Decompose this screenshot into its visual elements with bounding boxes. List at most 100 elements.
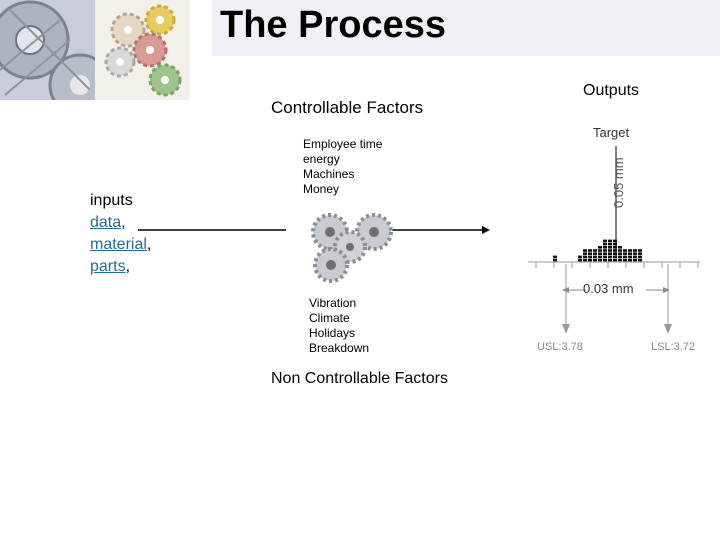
- histogram-cell: [583, 249, 587, 252]
- histogram-cell: [588, 249, 592, 252]
- input-link-material[interactable]: material: [90, 236, 147, 253]
- separator: ,: [146, 236, 152, 253]
- tolerance-label: 0.05 mm: [611, 157, 626, 208]
- histogram-cell: [633, 258, 637, 262]
- histogram-cell: [613, 255, 617, 259]
- histogram-cell: [583, 252, 587, 255]
- controllable-item: Employee time: [303, 137, 383, 151]
- non-controllable-item: Holidays: [309, 326, 356, 340]
- separator: ,: [125, 258, 131, 275]
- controllable-factors-title: Controllable Factors: [271, 98, 424, 117]
- histogram-cell: [603, 242, 607, 246]
- histogram-cell: [553, 258, 557, 262]
- histogram-cell: [618, 255, 622, 259]
- colored-gears: [95, 0, 190, 100]
- histogram-cell: [598, 249, 602, 252]
- histogram: [553, 239, 642, 262]
- histogram-cell: [628, 249, 632, 252]
- target-label: Target: [593, 125, 630, 140]
- histogram-cell: [598, 246, 602, 249]
- histogram-cell: [628, 258, 632, 262]
- histogram-cell: [633, 252, 637, 255]
- histogram-cell: [583, 258, 587, 262]
- process-gears-icon: [311, 213, 393, 283]
- non-controllable-factors-title: Non Controllable Factors: [271, 370, 448, 387]
- histogram-cell: [608, 252, 612, 255]
- histogram-cell: [608, 255, 612, 259]
- steel-gears: [0, 0, 112, 100]
- histogram-cell: [613, 242, 617, 246]
- inputs-heading: inputs: [90, 192, 133, 209]
- histogram-cell: [608, 258, 612, 262]
- histogram-cell: [618, 252, 622, 255]
- input-link-data[interactable]: data: [90, 214, 122, 231]
- lsl-label: LSL:3.72: [651, 341, 696, 353]
- histogram-cell: [613, 258, 617, 262]
- histogram-cell: [578, 255, 582, 259]
- page-title: The Process: [220, 4, 446, 46]
- histogram-cell: [638, 252, 642, 255]
- usl-arrow-head: [562, 324, 570, 334]
- histogram-cell: [593, 255, 597, 259]
- histogram-cell: [623, 252, 627, 255]
- histogram-cell: [588, 252, 592, 255]
- histogram-cell: [603, 249, 607, 252]
- histogram-cell: [628, 252, 632, 255]
- histogram-cell: [608, 239, 612, 243]
- histogram-cell: [593, 258, 597, 262]
- output-arrow-head: [482, 226, 490, 234]
- histogram-cell: [608, 246, 612, 249]
- histogram-cell: [603, 255, 607, 259]
- histogram-cell: [628, 255, 632, 259]
- histogram-cell: [638, 258, 642, 262]
- histogram-cell: [598, 252, 602, 255]
- histogram-cell: [633, 249, 637, 252]
- outputs-title: Outputs: [583, 82, 640, 99]
- histogram-cell: [613, 252, 617, 255]
- non-controllable-item: Vibration: [309, 296, 357, 310]
- histogram-cell: [618, 258, 622, 262]
- histogram-cell: [608, 242, 612, 246]
- histogram-cell: [623, 255, 627, 259]
- spread-label: 0.03 mm: [583, 281, 634, 296]
- non-controllable-item: Climate: [309, 311, 350, 325]
- inputs-block: inputs data, material, parts,: [90, 190, 151, 278]
- histogram-cell: [623, 249, 627, 252]
- histogram-cell: [583, 255, 587, 259]
- histogram-cell: [598, 258, 602, 262]
- spread-arrow-right-head: [663, 287, 670, 293]
- non-controllable-factors-list: Vibration Climate Holidays Breakdown: [309, 296, 369, 356]
- histogram-cell: [638, 249, 642, 252]
- lsl-arrow-head: [664, 324, 672, 334]
- histogram-cell: [613, 249, 617, 252]
- histogram-cell: [618, 246, 622, 249]
- non-controllable-item: Breakdown: [309, 341, 370, 355]
- input-link-parts[interactable]: parts: [90, 258, 126, 275]
- histogram-cell: [588, 258, 592, 262]
- histogram-cell: [613, 239, 617, 243]
- separator: ,: [121, 214, 126, 231]
- usl-label: USL:3.78: [537, 341, 583, 353]
- histogram-cell: [593, 252, 597, 255]
- histogram-cell: [578, 258, 582, 262]
- histogram-cell: [613, 246, 617, 249]
- axis-ticks: [535, 262, 699, 268]
- histogram-cell: [603, 246, 607, 249]
- controllable-item: Money: [303, 182, 340, 196]
- controllable-item: Machines: [303, 167, 355, 181]
- histogram-cell: [608, 249, 612, 252]
- histogram-cell: [588, 255, 592, 259]
- gears-photo: [0, 0, 212, 100]
- histogram-cell: [618, 249, 622, 252]
- histogram-cell: [598, 255, 602, 259]
- histogram-cell: [603, 252, 607, 255]
- controllable-item: energy: [303, 152, 340, 166]
- controllable-factors-list: Employee time energy Machines Money: [303, 137, 382, 197]
- title-band: [212, 0, 720, 56]
- histogram-cell: [553, 255, 557, 259]
- histogram-cell: [623, 258, 627, 262]
- histogram-cell: [603, 239, 607, 243]
- histogram-cell: [633, 255, 637, 259]
- histogram-cell: [638, 255, 642, 259]
